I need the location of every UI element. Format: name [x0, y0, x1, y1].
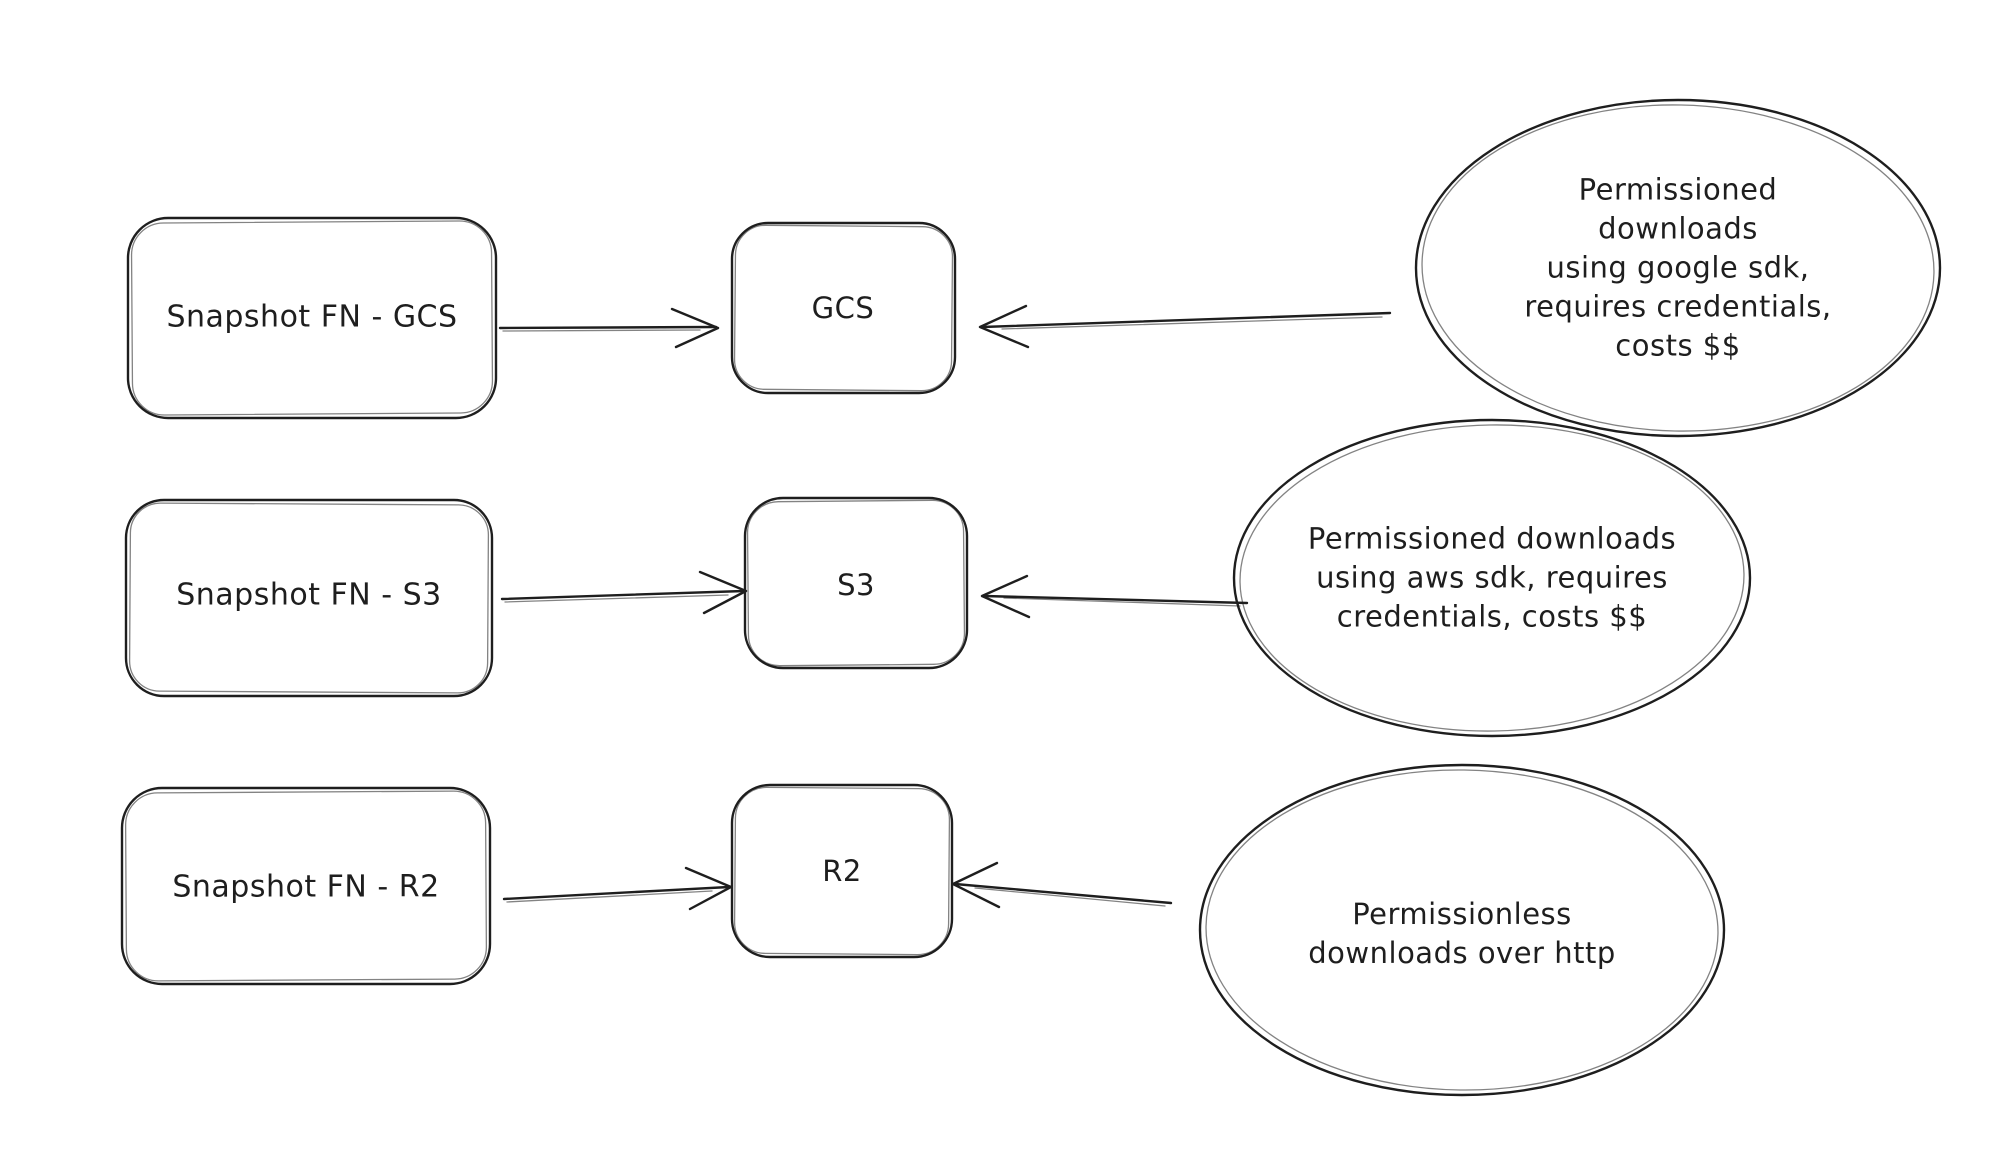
node-snapshot-gcs-label: Snapshot FN - GCS	[166, 299, 458, 335]
node-snapshot-s3-shape	[124, 498, 494, 698]
node-snapshot-r2-label: Snapshot FN - R2	[172, 869, 440, 905]
arrow-snapshot-gcs-to-gcs	[498, 307, 720, 349]
node-gcs-label: GCS	[811, 291, 875, 325]
note-r2-label: Permissionless downloads over http	[1308, 897, 1616, 970]
node-s3-label: S3	[837, 568, 875, 602]
node-s3-shape	[743, 496, 969, 670]
node-snapshot-s3-label: Snapshot FN - S3	[176, 577, 442, 613]
node-r2-shape	[730, 783, 954, 959]
node-snapshot-gcs-shape	[126, 216, 498, 420]
note-r2-shape	[1198, 763, 1726, 1097]
note-s3-shape	[1232, 418, 1752, 738]
arrow-note-s3-to-s3	[980, 574, 1249, 619]
node-snapshot-r2-shape	[120, 786, 492, 986]
note-gcs-shape	[1414, 98, 1942, 438]
arrow-note-gcs-to-gcs	[978, 304, 1392, 349]
arrow-snapshot-r2-to-r2	[502, 866, 733, 911]
node-gcs-shape	[730, 221, 957, 395]
node-r2-label: R2	[822, 854, 862, 888]
note-gcs-label: Permissioned downloads using google sdk,…	[1524, 172, 1832, 363]
note-s3-label: Permissioned downloads using aws sdk, re…	[1307, 521, 1677, 634]
arrow-note-r2-to-r2	[951, 861, 1173, 909]
arrow-snapshot-s3-to-s3	[500, 570, 748, 615]
